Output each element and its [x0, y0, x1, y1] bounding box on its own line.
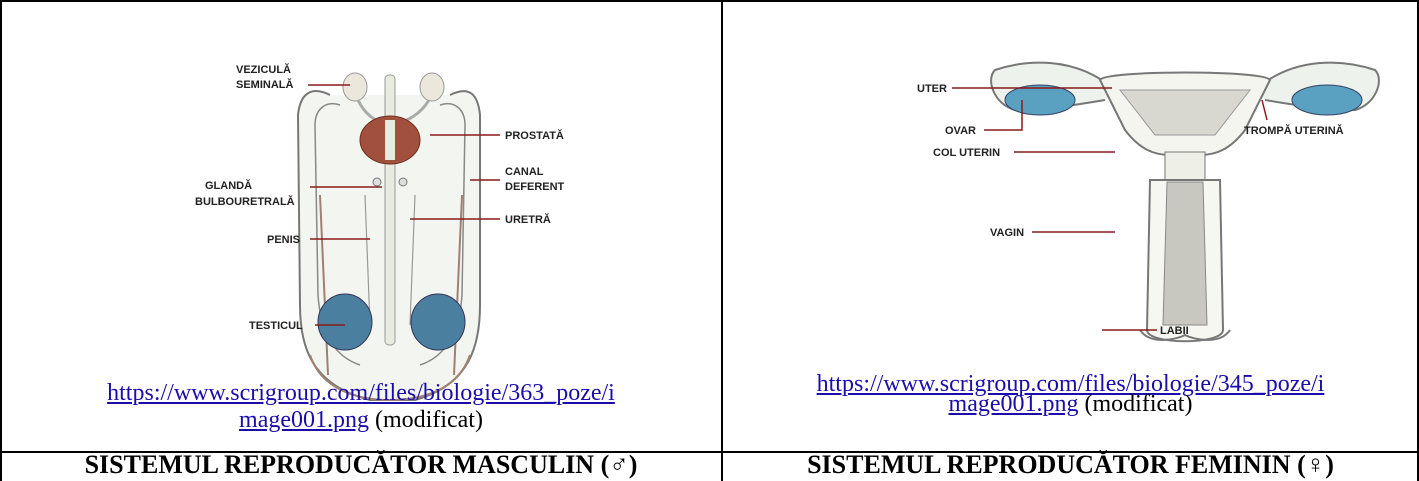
male-source-link-part-2[interactable]: mage001.png	[239, 407, 370, 433]
label-seminal-1: VEZICULĂ	[236, 63, 291, 76]
female-labels: UTER OVAR COL UTERIN TROMPĂ UTERINĂ VAGI…	[917, 83, 1344, 337]
label-vagina: VAGIN	[990, 227, 1024, 239]
table-border-left	[0, 0, 2, 481]
label-testicle: TESTICUL	[249, 320, 303, 332]
female-title: SISTEMUL REPRODUCĂTOR FEMININ (♀)	[807, 450, 1334, 479]
table-border-right	[1417, 0, 1419, 481]
label-labia: LABII	[1160, 325, 1189, 337]
female-source-link-part-1[interactable]: https://www.scrigroup.com/files/biologie…	[816, 371, 1325, 397]
male-source-note: (modificat)	[375, 407, 483, 433]
label-urethra: URETRĂ	[505, 213, 551, 226]
label-deferent-1: CANAL	[505, 166, 544, 178]
table-border-top	[0, 0, 1419, 2]
label-tube: TROMPĂ UTERINĂ	[1244, 124, 1344, 137]
label-cervix: COL UTERIN	[933, 147, 1000, 159]
label-uterus: UTER	[917, 83, 947, 95]
male-labels: VEZICULĂ SEMINALĂ PROSTATĂ GLANDĂ BULBOU…	[195, 63, 565, 332]
label-penis: PENIS	[267, 234, 300, 246]
label-ovary: OVAR	[945, 125, 976, 137]
label-deferent-2: DEFERENT	[505, 181, 565, 193]
table-border-mid	[0, 451, 1419, 453]
label-seminal-2: SEMINALĂ	[236, 78, 294, 91]
male-reproductive-diagram	[296, 72, 481, 402]
female-source-link-part-2[interactable]: mage001.png	[948, 391, 1079, 417]
female-source-caption: https://www.scrigroup.com/files/biologie…	[724, 371, 1417, 417]
female-reproductive-diagram	[990, 61, 1380, 343]
male-source-link-part-1[interactable]: https://www.scrigroup.com/files/biologie…	[107, 380, 615, 406]
label-bulbo-2: BULBOURETRALĂ	[195, 195, 295, 208]
label-prostate: PROSTATĂ	[505, 129, 564, 142]
label-bulbo-1: GLANDĂ	[205, 179, 252, 192]
male-title: SISTEMUL REPRODUCĂTOR MASCULIN (♂)	[84, 450, 638, 479]
female-source-note: (modificat)	[1084, 391, 1193, 417]
table-border-center	[721, 0, 723, 481]
male-source-caption: https://www.scrigroup.com/files/biologie…	[2, 380, 720, 434]
